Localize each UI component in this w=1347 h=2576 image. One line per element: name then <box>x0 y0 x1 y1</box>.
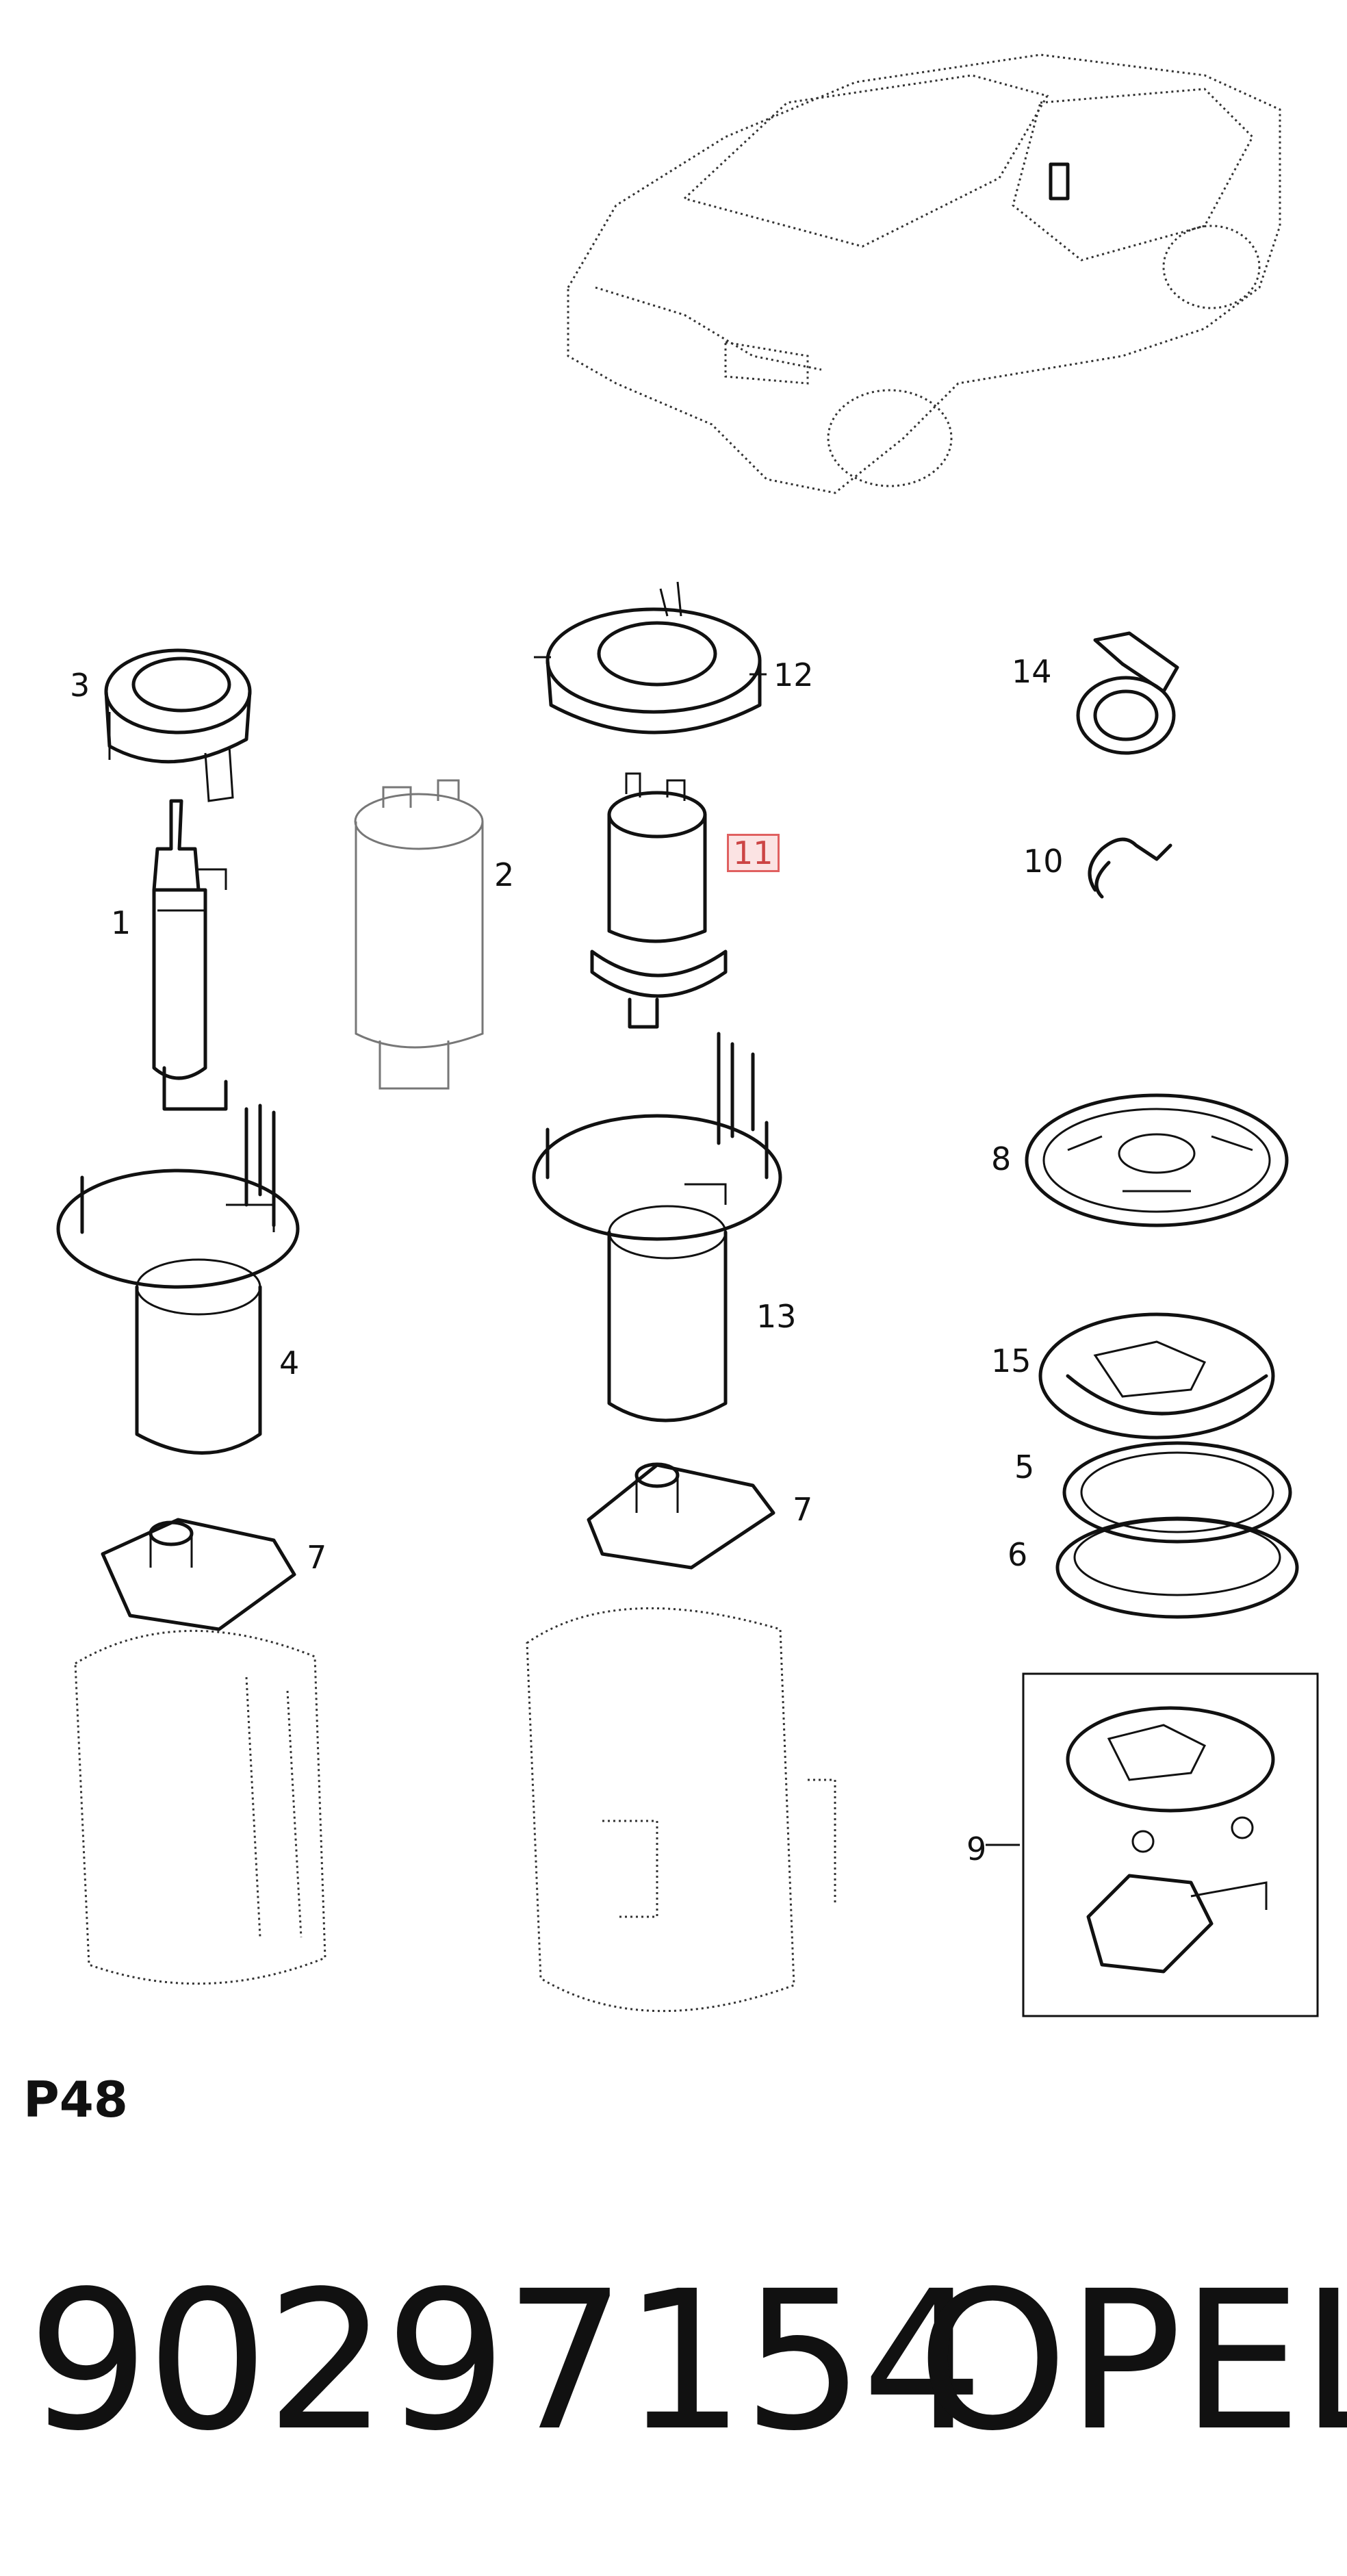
part-8-tank-cover <box>1025 1093 1289 1227</box>
callout-13: 13 <box>756 1298 797 1335</box>
part-7-strainer-right <box>587 1462 775 1570</box>
part-12-lock-ring <box>534 581 767 735</box>
part-13-pump-bracket <box>532 1032 782 1423</box>
part-4-pump-bracket <box>56 1104 300 1455</box>
part-14-hose-clamp <box>1076 631 1179 755</box>
reservoir-housing-left <box>74 1629 326 1985</box>
callout-10: 10 <box>1023 843 1064 880</box>
callout-8: 8 <box>991 1140 1012 1177</box>
part-7-strainer-left <box>101 1518 296 1631</box>
callout-2: 2 <box>494 856 515 893</box>
car-illustration <box>567 53 1281 494</box>
callout-3: 3 <box>70 667 90 704</box>
section-code: P48 <box>23 2071 128 2128</box>
callout-12: 12 <box>773 656 814 693</box>
part-6-ring <box>1055 1516 1299 1619</box>
callout-11-highlighted: 11 <box>727 834 780 872</box>
callout-4: 4 <box>279 1344 300 1381</box>
callout-5: 5 <box>1014 1449 1035 1485</box>
part-10-clip <box>1088 837 1172 899</box>
brand-name: OPEL <box>917 2250 1347 2473</box>
part-5-seal-ring <box>1062 1441 1292 1544</box>
callout-1: 1 <box>111 904 131 941</box>
part-number: 90297154 <box>27 2250 984 2473</box>
part-2-pump-filter <box>354 779 484 1090</box>
part-3-locking-ring <box>104 648 252 802</box>
part-15-flange <box>1038 1312 1275 1440</box>
reservoir-housing-right <box>526 1607 836 2013</box>
part-11-fuel-pump-highlighted <box>590 772 728 1029</box>
callout-7-right: 7 <box>793 1491 813 1528</box>
callout-6: 6 <box>1008 1536 1028 1573</box>
callout-15: 15 <box>991 1342 1031 1379</box>
callout-9: 9 <box>966 1831 987 1867</box>
part-1-fuel-pump <box>152 799 228 1111</box>
callout-14: 14 <box>1012 653 1052 690</box>
part-9-assembly-box <box>986 1672 1319 2017</box>
callout-7-left: 7 <box>307 1539 327 1576</box>
